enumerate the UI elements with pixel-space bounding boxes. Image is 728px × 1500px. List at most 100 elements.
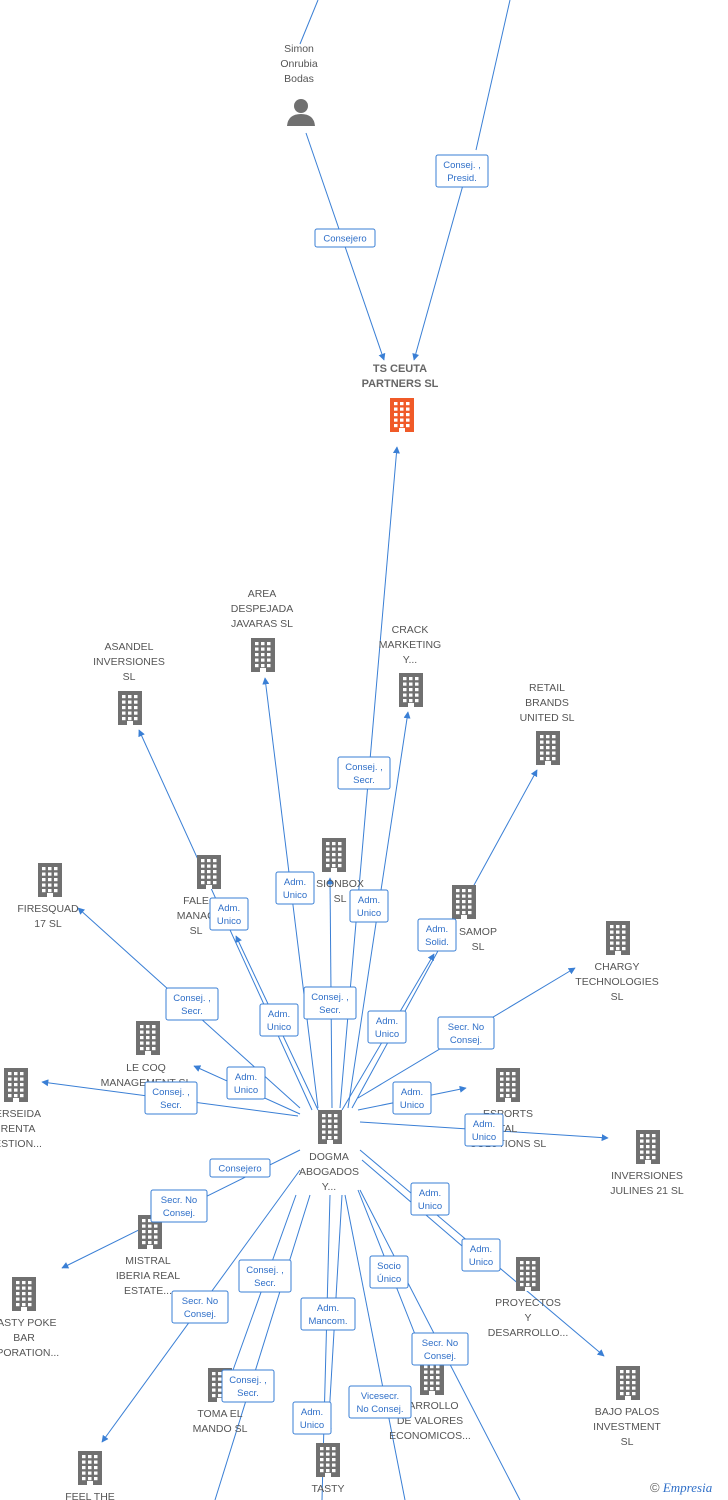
node-label-chargy-2: SL: [611, 991, 624, 1003]
node-feel[interactable]: FEEL THE: [65, 1451, 115, 1500]
company-icon[interactable]: [118, 691, 142, 725]
relation-label: Consej.: [184, 1309, 216, 1320]
relation-badge[interactable]: Consej. ,Secr.: [303, 986, 357, 1020]
relation-label: Adm.: [401, 1087, 423, 1098]
company-icon[interactable]: [38, 863, 62, 897]
relation-badge[interactable]: Consejero: [209, 1158, 271, 1178]
relation-badge[interactable]: Consejero: [314, 228, 376, 248]
node-label-desarrollo-2: ECONOMICOS...: [389, 1430, 471, 1442]
node-label-retail-0: RETAIL: [529, 682, 565, 694]
company-icon[interactable]: [452, 885, 476, 919]
relation-badge[interactable]: Secr. No Consej.: [171, 1290, 229, 1324]
company-icon[interactable]: [516, 1257, 540, 1291]
node-tasty2[interactable]: TASTY: [311, 1443, 345, 1495]
node-julines[interactable]: INVERSIONES JULINES 21 SL: [610, 1130, 684, 1197]
node-tasty[interactable]: TASTY POKEBARRPORATION...: [0, 1277, 59, 1359]
relation-label: Adm.: [376, 1016, 398, 1027]
relation-badge[interactable]: Consej. ,Secr.: [221, 1369, 275, 1403]
relation-badge[interactable]: Adm.Unico: [367, 1010, 407, 1044]
relation-label: Consej.: [450, 1035, 482, 1046]
node-label-julines-0: INVERSIONES: [611, 1170, 683, 1182]
company-icon[interactable]: [636, 1130, 660, 1164]
person-icon[interactable]: [287, 99, 315, 126]
node-label-dogma-1: ABOGADOS: [299, 1166, 359, 1178]
node-label-asandel-2: SL: [123, 671, 136, 683]
relation-label: Consej. ,: [152, 1087, 190, 1098]
relation-badge[interactable]: Adm.Unico: [292, 1401, 332, 1435]
company-icon[interactable]: [606, 921, 630, 955]
company-icon[interactable]: [316, 1443, 340, 1477]
relation-badge[interactable]: Adm.Unico: [461, 1238, 501, 1272]
node-label-mistral-0: MISTRAL: [125, 1255, 171, 1267]
company-icon[interactable]: [12, 1277, 36, 1311]
company-main-icon[interactable]: [390, 398, 414, 432]
relation-badge[interactable]: Adm.Unico: [259, 1003, 299, 1037]
relation-badge[interactable]: Consej. ,Secr.: [337, 756, 391, 790]
relation-label: Consejero: [323, 234, 366, 245]
company-icon[interactable]: [322, 838, 346, 872]
company-icon[interactable]: [318, 1110, 342, 1144]
company-icon[interactable]: [4, 1068, 28, 1102]
node-erseida[interactable]: ERSEIDARENTAESTION...: [0, 1068, 42, 1150]
relation-badge[interactable]: Adm.Solid.: [417, 918, 457, 952]
relation-badge[interactable]: Adm.Unico: [226, 1066, 266, 1100]
relation-badge[interactable]: Adm.Mancom.: [300, 1297, 356, 1331]
relation-label: Mancom.: [308, 1316, 347, 1327]
node-label-julines-1: JULINES 21 SL: [610, 1185, 684, 1197]
company-icon[interactable]: [399, 673, 423, 707]
relation-badge[interactable]: Consej. ,Secr.: [238, 1259, 292, 1293]
company-icon[interactable]: [536, 731, 560, 765]
company-icon[interactable]: [420, 1361, 444, 1395]
relation-badge[interactable]: Adm.Unico: [410, 1182, 450, 1216]
node-dogma[interactable]: DOGMAABOGADOSY...: [299, 1110, 359, 1193]
company-icon[interactable]: [78, 1451, 102, 1485]
company-icon[interactable]: [251, 638, 275, 672]
relation-badge[interactable]: Consej. ,Secr.: [165, 987, 219, 1021]
relation-badge[interactable]: Adm.Unico: [349, 889, 389, 923]
relation-badge[interactable]: Adm.Unico: [275, 871, 315, 905]
relation-badge[interactable]: Adm.Unico: [209, 897, 249, 931]
relation-badge[interactable]: Vicesecr.No Consej.: [348, 1385, 412, 1419]
node-label-samop-0: SAMOP: [459, 926, 497, 938]
relation-label: Solid.: [425, 937, 449, 948]
node-label-crack-1: MARKETING: [379, 639, 441, 651]
relation-badge[interactable]: Adm.Unico: [464, 1113, 504, 1147]
node-proyectos[interactable]: PROYECTOSYDESARROLLO...: [488, 1257, 569, 1339]
relation-label: Unico: [300, 1420, 324, 1431]
relation-badge[interactable]: Adm.Unico: [392, 1081, 432, 1115]
node-label-erseida-1: RENTA: [1, 1123, 36, 1135]
node-crack[interactable]: CRACKMARKETINGY...: [379, 624, 441, 707]
node-label-tasty-1: BAR: [13, 1332, 35, 1344]
relation-badge[interactable]: Consej. ,Secr.: [144, 1081, 198, 1115]
relation-label: Consej. ,: [229, 1375, 267, 1386]
relation-badge[interactable]: Consej. ,Presid.: [435, 154, 489, 188]
company-icon[interactable]: [136, 1021, 160, 1055]
company-icon[interactable]: [197, 855, 221, 889]
relation-label: Adm.: [284, 877, 306, 888]
company-icon[interactable]: [496, 1068, 520, 1102]
relation-label: Secr. No: [182, 1296, 218, 1307]
company-icon[interactable]: [616, 1366, 640, 1400]
node-label-bajo-0: BAJO PALOS: [595, 1406, 660, 1418]
node-label-chargy-0: CHARGY: [595, 961, 640, 973]
